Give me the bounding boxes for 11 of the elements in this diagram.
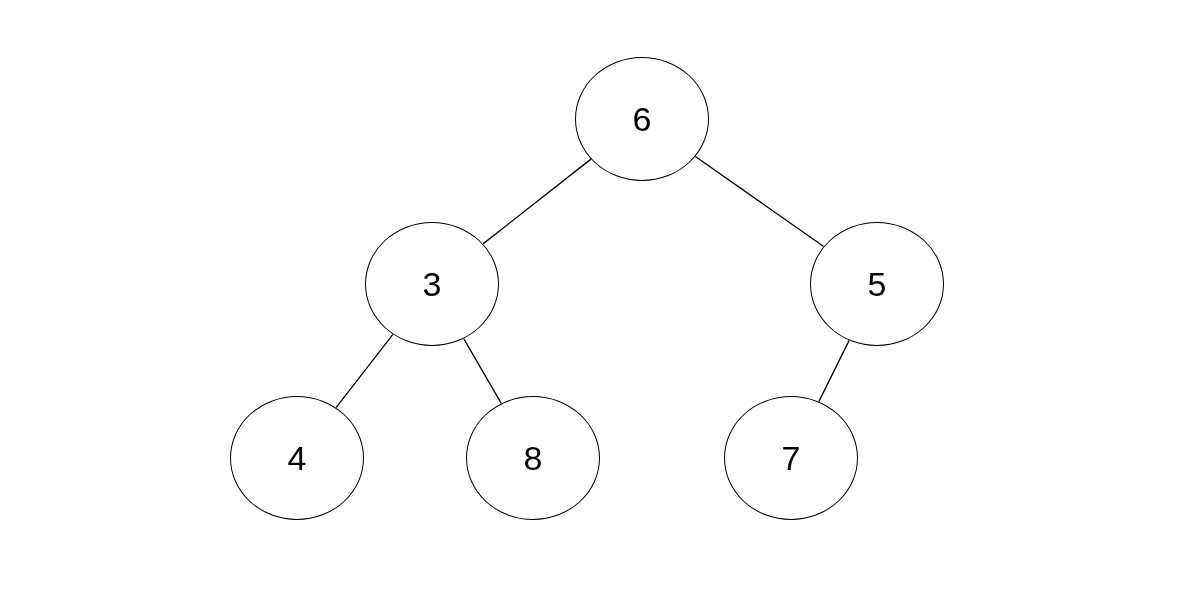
node-value: 4	[287, 438, 307, 478]
node-value: 6	[632, 99, 652, 139]
connector-line	[463, 337, 502, 405]
node-value: 8	[523, 438, 543, 478]
node-value: 5	[867, 264, 887, 304]
node-value: 7	[781, 438, 801, 478]
connector-line	[818, 339, 850, 403]
connector-line	[482, 158, 592, 245]
node-value: 3	[422, 264, 442, 304]
connector-line	[694, 155, 825, 248]
connector-line	[335, 333, 394, 409]
